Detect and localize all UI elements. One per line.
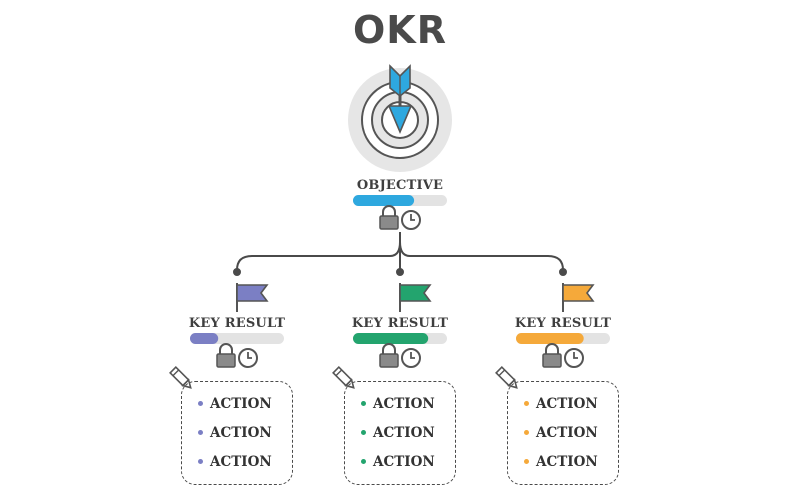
list-item: ACTION (198, 396, 272, 412)
clock-icon (401, 348, 421, 368)
list-item: ACTION (198, 454, 272, 470)
arrow-icon (387, 64, 413, 135)
action-list: ACTION ACTION ACTION (181, 381, 293, 485)
objective-label: OBJECTIVE (356, 178, 444, 193)
clock-icon (564, 348, 584, 368)
key-result-progress-bar (353, 333, 447, 344)
bullet-dot (198, 459, 203, 464)
bullet-dot (361, 430, 366, 435)
lock-icon (379, 205, 399, 230)
list-item: ACTION (524, 425, 598, 441)
action-list: ACTION ACTION ACTION (344, 381, 456, 485)
list-item: ACTION (361, 396, 435, 412)
key-result-label: KEY RESULT (188, 316, 286, 331)
page-title: OKR (352, 8, 447, 52)
lock-icon (216, 343, 236, 368)
lock-icon (379, 343, 399, 368)
list-item: ACTION (361, 425, 435, 441)
bullet-dot (524, 401, 529, 406)
flag-icon (562, 283, 595, 312)
list-item: ACTION (361, 454, 435, 470)
key-result-label: KEY RESULT (351, 316, 449, 331)
flag-icon (399, 283, 432, 312)
clock-icon (401, 210, 421, 230)
list-item: ACTION (198, 425, 272, 441)
action-list: ACTION ACTION ACTION (507, 381, 619, 485)
bullet-dot (198, 430, 203, 435)
bullet-dot (524, 430, 529, 435)
bullet-dot (361, 401, 366, 406)
key-result-progress-bar (516, 333, 610, 344)
lock-icon (542, 343, 562, 368)
bullet-dot (198, 401, 203, 406)
key-result-progress-bar (190, 333, 284, 344)
clock-icon (238, 348, 258, 368)
list-item: ACTION (524, 454, 598, 470)
flag-icon (236, 283, 269, 312)
list-item: ACTION (524, 396, 598, 412)
connector-lines (233, 232, 567, 276)
objective-progress-bar (353, 195, 447, 206)
key-result-label: KEY RESULT (514, 316, 612, 331)
bullet-dot (361, 459, 366, 464)
bullet-dot (524, 459, 529, 464)
